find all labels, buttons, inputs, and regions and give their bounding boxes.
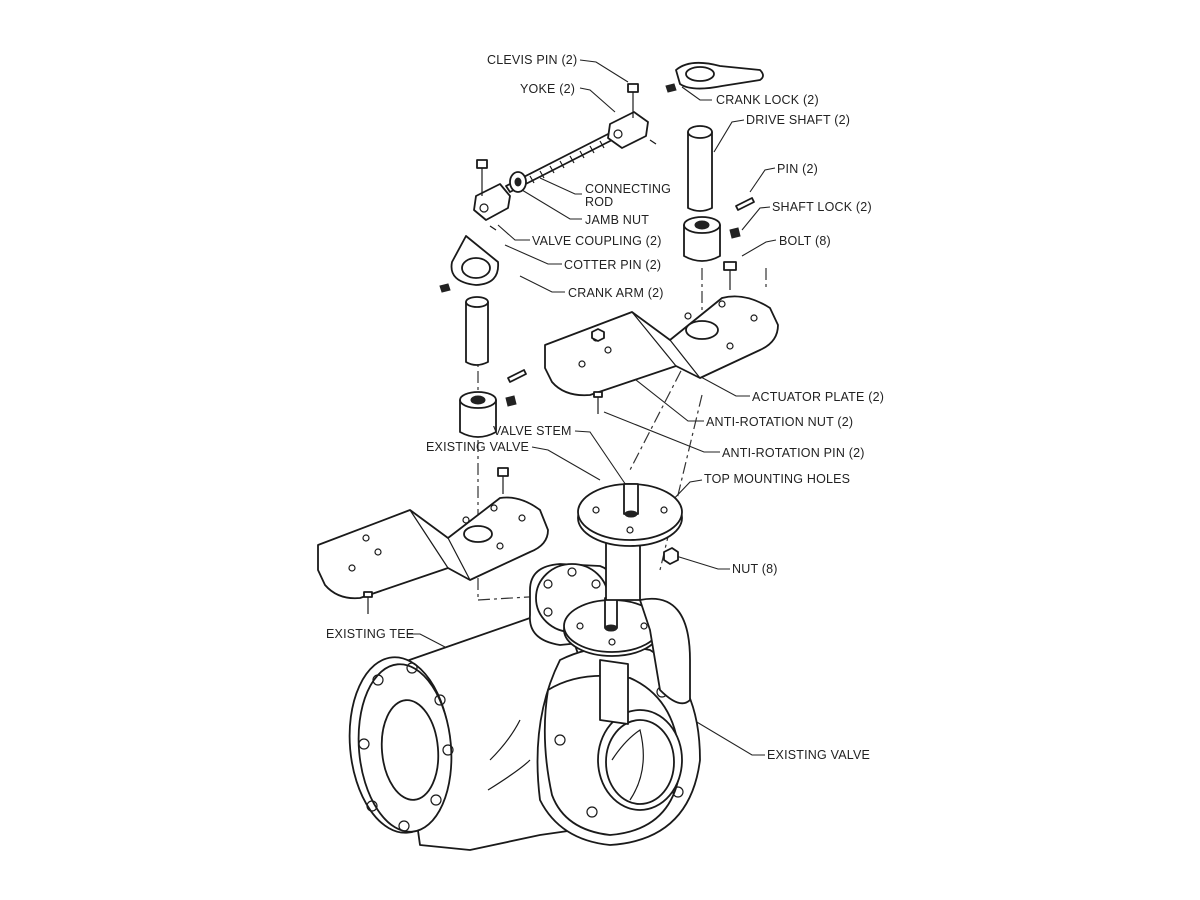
label-yoke: YOKE (2) xyxy=(520,82,575,96)
right-drive-assembly xyxy=(665,61,764,262)
existing-valve-upper xyxy=(577,483,683,601)
label-crank-lock: CRANK LOCK (2) xyxy=(716,93,819,107)
actuator-plate-upper xyxy=(544,261,779,414)
label-top-mounting-holes: TOP MOUNTING HOLES xyxy=(704,472,850,486)
label-valve-coupling: VALVE COUPLING (2) xyxy=(532,234,662,248)
label-pin: PIN (2) xyxy=(777,162,818,176)
left-drive-assembly xyxy=(439,235,527,438)
label-jamb-nut: JAMB NUT xyxy=(585,213,649,227)
label-existing-valve-bottom: EXISTING VALVE xyxy=(767,748,870,762)
existing-valve-lower xyxy=(536,597,701,846)
label-bolt: BOLT (8) xyxy=(779,234,831,248)
label-valve-stem: VALVE STEM xyxy=(493,424,572,438)
callout-labels: CLEVIS PIN (2) YOKE (2) CRANK LOCK (2) D… xyxy=(326,53,884,762)
label-existing-tee: EXISTING TEE xyxy=(326,627,414,641)
label-cotter-pin: COTTER PIN (2) xyxy=(564,258,661,272)
existing-tee xyxy=(348,563,619,851)
nut-part xyxy=(663,547,679,565)
label-shaft-lock: SHAFT LOCK (2) xyxy=(772,200,872,214)
label-actuator-plate: ACTUATOR PLATE (2) xyxy=(752,390,884,404)
label-nut: NUT (8) xyxy=(732,562,778,576)
linkage-assembly xyxy=(473,83,657,231)
label-drive-shaft: DRIVE SHAFT (2) xyxy=(746,113,850,127)
label-existing-valve-top: EXISTING VALVE xyxy=(426,440,529,454)
label-anti-rotation-nut: ANTI-ROTATION NUT (2) xyxy=(706,415,853,429)
label-connecting-rod: CONNECTING xyxy=(585,182,671,196)
actuator-plate-lower xyxy=(317,467,549,614)
label-connecting-rod-line2: ROD xyxy=(585,195,613,209)
label-anti-rotation-pin: ANTI-ROTATION PIN (2) xyxy=(722,446,865,460)
label-clevis-pin: CLEVIS PIN (2) xyxy=(487,53,577,67)
label-crank-arm: CRANK ARM (2) xyxy=(568,286,664,300)
